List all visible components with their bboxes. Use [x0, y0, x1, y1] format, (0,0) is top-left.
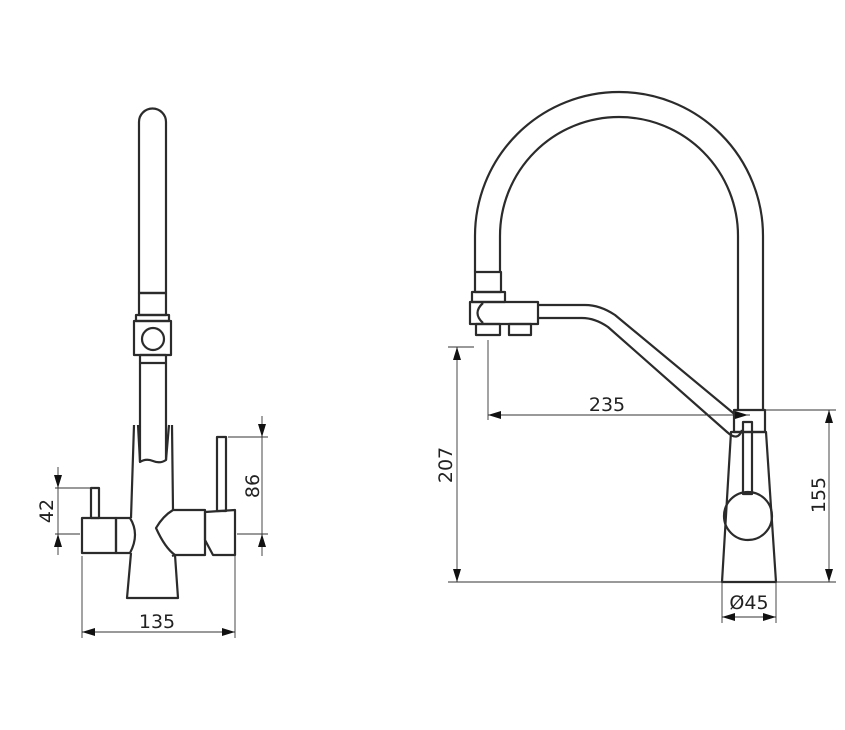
dimension-label-155: 155	[808, 477, 830, 513]
dimension-diameter-45: Ø45	[721, 582, 777, 623]
side-view	[468, 90, 778, 584]
front-swivel-nut	[138, 353, 168, 365]
dimension-label-135: 135	[139, 611, 175, 633]
dimension-label-235: 235	[589, 394, 625, 416]
dimension-235: 235	[487, 340, 750, 420]
dimension-207: 207	[435, 346, 722, 583]
front-right-handle	[203, 508, 237, 557]
side-arch-inner	[498, 115, 740, 410]
dimension-label-207: 207	[435, 447, 457, 483]
dimension-135: 135	[81, 556, 236, 638]
front-swivel-ball	[140, 326, 166, 352]
side-arch-outer	[473, 90, 765, 410]
dimension-label-diameter-45: Ø45	[729, 592, 768, 614]
dimension-155: 155	[765, 409, 836, 583]
front-spout	[137, 107, 168, 295]
front-left-handle	[80, 516, 118, 555]
front-spout-collar	[137, 291, 168, 317]
side-nozzle-2	[507, 322, 533, 337]
dimension-86: 86	[228, 416, 268, 556]
side-nozzle-1	[474, 322, 502, 337]
side-collar-ring	[470, 290, 507, 304]
front-left-lever	[89, 486, 101, 520]
side-handle-ball	[722, 490, 774, 542]
front-body-neck	[129, 424, 175, 519]
side-body	[720, 430, 778, 584]
side-lever-slot	[741, 420, 754, 496]
front-body-base	[125, 552, 180, 600]
side-spout-collar	[473, 270, 503, 294]
front-lower-tube	[138, 363, 168, 464]
side-pullout-swivel	[476, 302, 484, 324]
dimension-label-42: 42	[36, 499, 58, 523]
front-right-lever	[215, 435, 228, 513]
front-left-handle-cap	[114, 516, 137, 555]
side-hose	[538, 303, 744, 438]
dimension-42: 42	[36, 467, 94, 555]
dimension-label-86: 86	[242, 474, 264, 498]
front-view	[80, 107, 237, 600]
side-pullout-head	[468, 300, 540, 326]
front-right-handle-body	[154, 508, 207, 557]
